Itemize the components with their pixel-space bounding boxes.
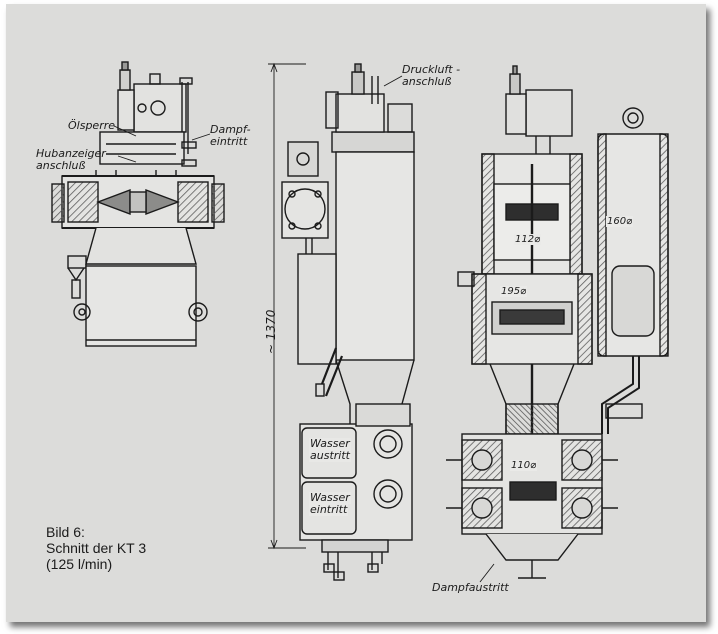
caption-line-3: (125 l/min) xyxy=(46,556,113,572)
label-wasser-austritt-1: Wasser xyxy=(309,437,351,450)
dimension-112: 112⌀ xyxy=(514,234,542,245)
label-wasser-eintritt-1: Wasser xyxy=(309,491,351,504)
dimension-height: ~ 1370 xyxy=(264,309,278,354)
dimension-160: 160⌀ xyxy=(606,216,634,227)
label-dampf-1: Dampf- xyxy=(210,123,251,136)
caption-line-1: Bild 6: xyxy=(46,524,85,540)
label-dampfaustritt: Dampfaustritt xyxy=(432,581,509,594)
label-dampf-2: eintritt xyxy=(210,135,248,148)
label-druckluft-2: anschluß xyxy=(402,75,452,88)
caption-line-2: Schnitt der KT 3 xyxy=(46,540,147,556)
label-wasser-eintritt-2: eintritt xyxy=(309,503,349,516)
dimension-110: 110⌀ xyxy=(510,460,538,471)
label-oelsperre: Ölsperre xyxy=(68,119,116,132)
leader-lines xyxy=(113,75,495,583)
label-wasser-austritt-2: austritt xyxy=(309,449,351,462)
label-hubanzeiger-2: anschluß xyxy=(36,159,86,172)
left-view xyxy=(51,61,225,347)
dimension-195: 195⌀ xyxy=(500,286,528,297)
label-hubanzeiger-1: Hubanzeiger xyxy=(36,147,106,160)
right-view xyxy=(446,65,669,579)
figure-caption: Bild 6: Schnitt der KT 3 (125 l/min) xyxy=(46,524,146,572)
technical-drawing xyxy=(51,61,669,583)
label-druckluft-1: Druckluft - xyxy=(402,63,461,76)
middle-view xyxy=(268,62,415,581)
scanned-page: Ölsperre Hubanzeiger anschluß Dampf- ein… xyxy=(6,4,706,622)
